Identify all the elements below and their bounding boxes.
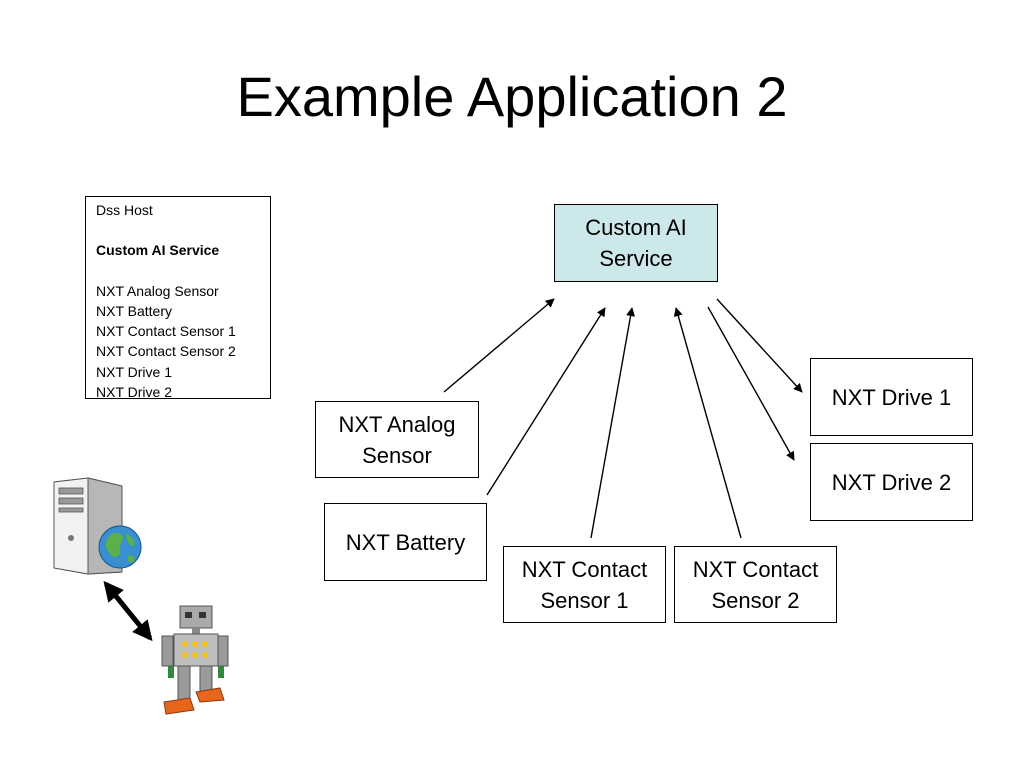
node-nxt-drive-2: NXT Drive 2 xyxy=(810,443,973,521)
host-list-service: Custom AI Service xyxy=(96,242,220,259)
host-list-item: NXT Drive 1 xyxy=(96,363,172,380)
host-list-item: NXT Analog Sensor xyxy=(96,282,219,299)
host-list-item: NXT Contact Sensor 2 xyxy=(96,343,236,360)
arrow-analog-to-service xyxy=(443,298,555,393)
arrow-service-to-drive2 xyxy=(707,306,795,461)
host-list-item: NXT Contact Sensor 1 xyxy=(96,323,236,340)
host-list-header: Dss Host xyxy=(96,202,153,218)
arrow-contact2-to-service xyxy=(673,307,742,539)
dss-host-list: Dss Host Custom AI Service NXT Analog Se… xyxy=(85,196,271,401)
node-nxt-drive-1: NXT Drive 1 xyxy=(810,358,973,436)
host-list-item: NXT Battery xyxy=(96,302,172,319)
node-nxt-battery: NXT Battery xyxy=(324,503,487,581)
server-globe-icon xyxy=(53,477,142,575)
slide-title: Example Application 2 xyxy=(236,65,788,128)
host-list-item: NXT Drive 2 xyxy=(96,384,172,401)
arrow-service-to-drive1 xyxy=(716,298,803,393)
arrow-contact1-to-service xyxy=(590,307,636,539)
robot-icon xyxy=(161,605,229,715)
double-arrow-icon xyxy=(103,580,153,642)
arrow-battery-to-service xyxy=(486,307,606,496)
